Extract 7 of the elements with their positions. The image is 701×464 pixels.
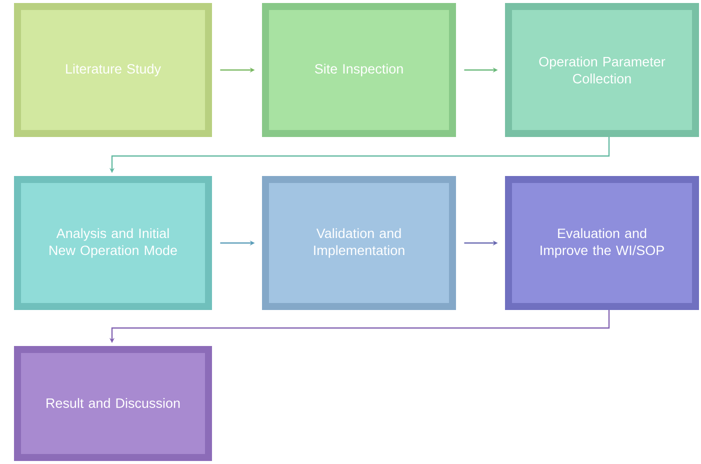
process-box: Evaluation and Improve the WI/SOP (505, 176, 699, 310)
process-box: Site Inspection (262, 3, 456, 137)
process-box: Operation Parameter Collection (505, 3, 699, 137)
process-box: Result and Discussion (14, 346, 212, 461)
process-box: Validation and Implementation (262, 176, 456, 310)
process-box: Literature Study (14, 3, 212, 137)
process-box: Analysis and Initial New Operation Mode (14, 176, 212, 310)
